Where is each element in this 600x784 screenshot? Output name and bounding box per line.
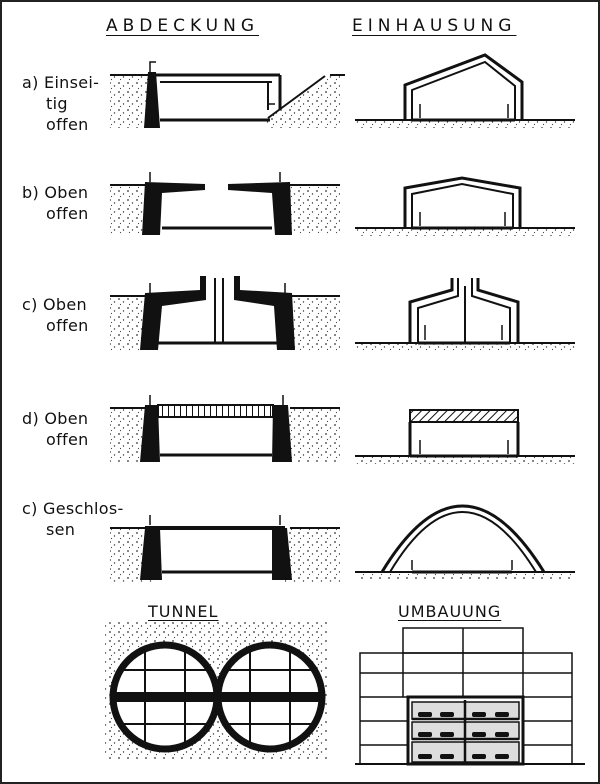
abdeckung-e [110,515,340,583]
einhausung-e [355,504,575,580]
row-a-line-3: offen [46,115,89,134]
abdeckung-b [110,172,340,235]
row-c-line-1: c) Oben [22,295,87,314]
row-c-line-2: offen [46,316,89,335]
header-einhausung: EINHAUSUNG [352,16,517,36]
abdeckung-c [110,276,340,351]
row-e-line-1: c) Geschlos- [22,499,124,518]
einhausung-a [355,53,575,128]
tunnel-tube-right [214,641,326,753]
einhausung-d [355,409,575,464]
header-abdeckung: ABDECKUNG [106,16,260,36]
row-b-line-2: offen [46,204,89,223]
abdeckung-a [110,61,345,128]
einhausung-b [355,176,575,236]
header-tunnel: TUNNEL [148,602,219,621]
umbauung-drawing [355,627,585,766]
row-label-a: a) Einsei- tig offen [22,72,99,135]
row-b-line-1: b) Oben [22,183,89,202]
tunnel-drawing [105,620,327,760]
row-label-e: c) Geschlos- sen [22,498,124,540]
row-label-b: b) Oben offen [22,182,89,224]
row-a-line-2: tig [46,94,68,113]
header-umbauung: UMBAUUNG [398,602,502,621]
row-a-line-1: a) Einsei- [22,73,100,92]
row-label-c: c) Oben offen [22,294,89,336]
abdeckung-d [110,395,340,463]
row-d-line-1: d) Oben [22,409,89,428]
row-d-line-2: offen [46,430,89,449]
car-icons [418,712,509,759]
row-label-d: d) Oben offen [22,408,89,450]
tunnel-tube-left [109,641,221,753]
row-e-line-2: sen [46,520,76,539]
einhausung-c [355,278,575,351]
